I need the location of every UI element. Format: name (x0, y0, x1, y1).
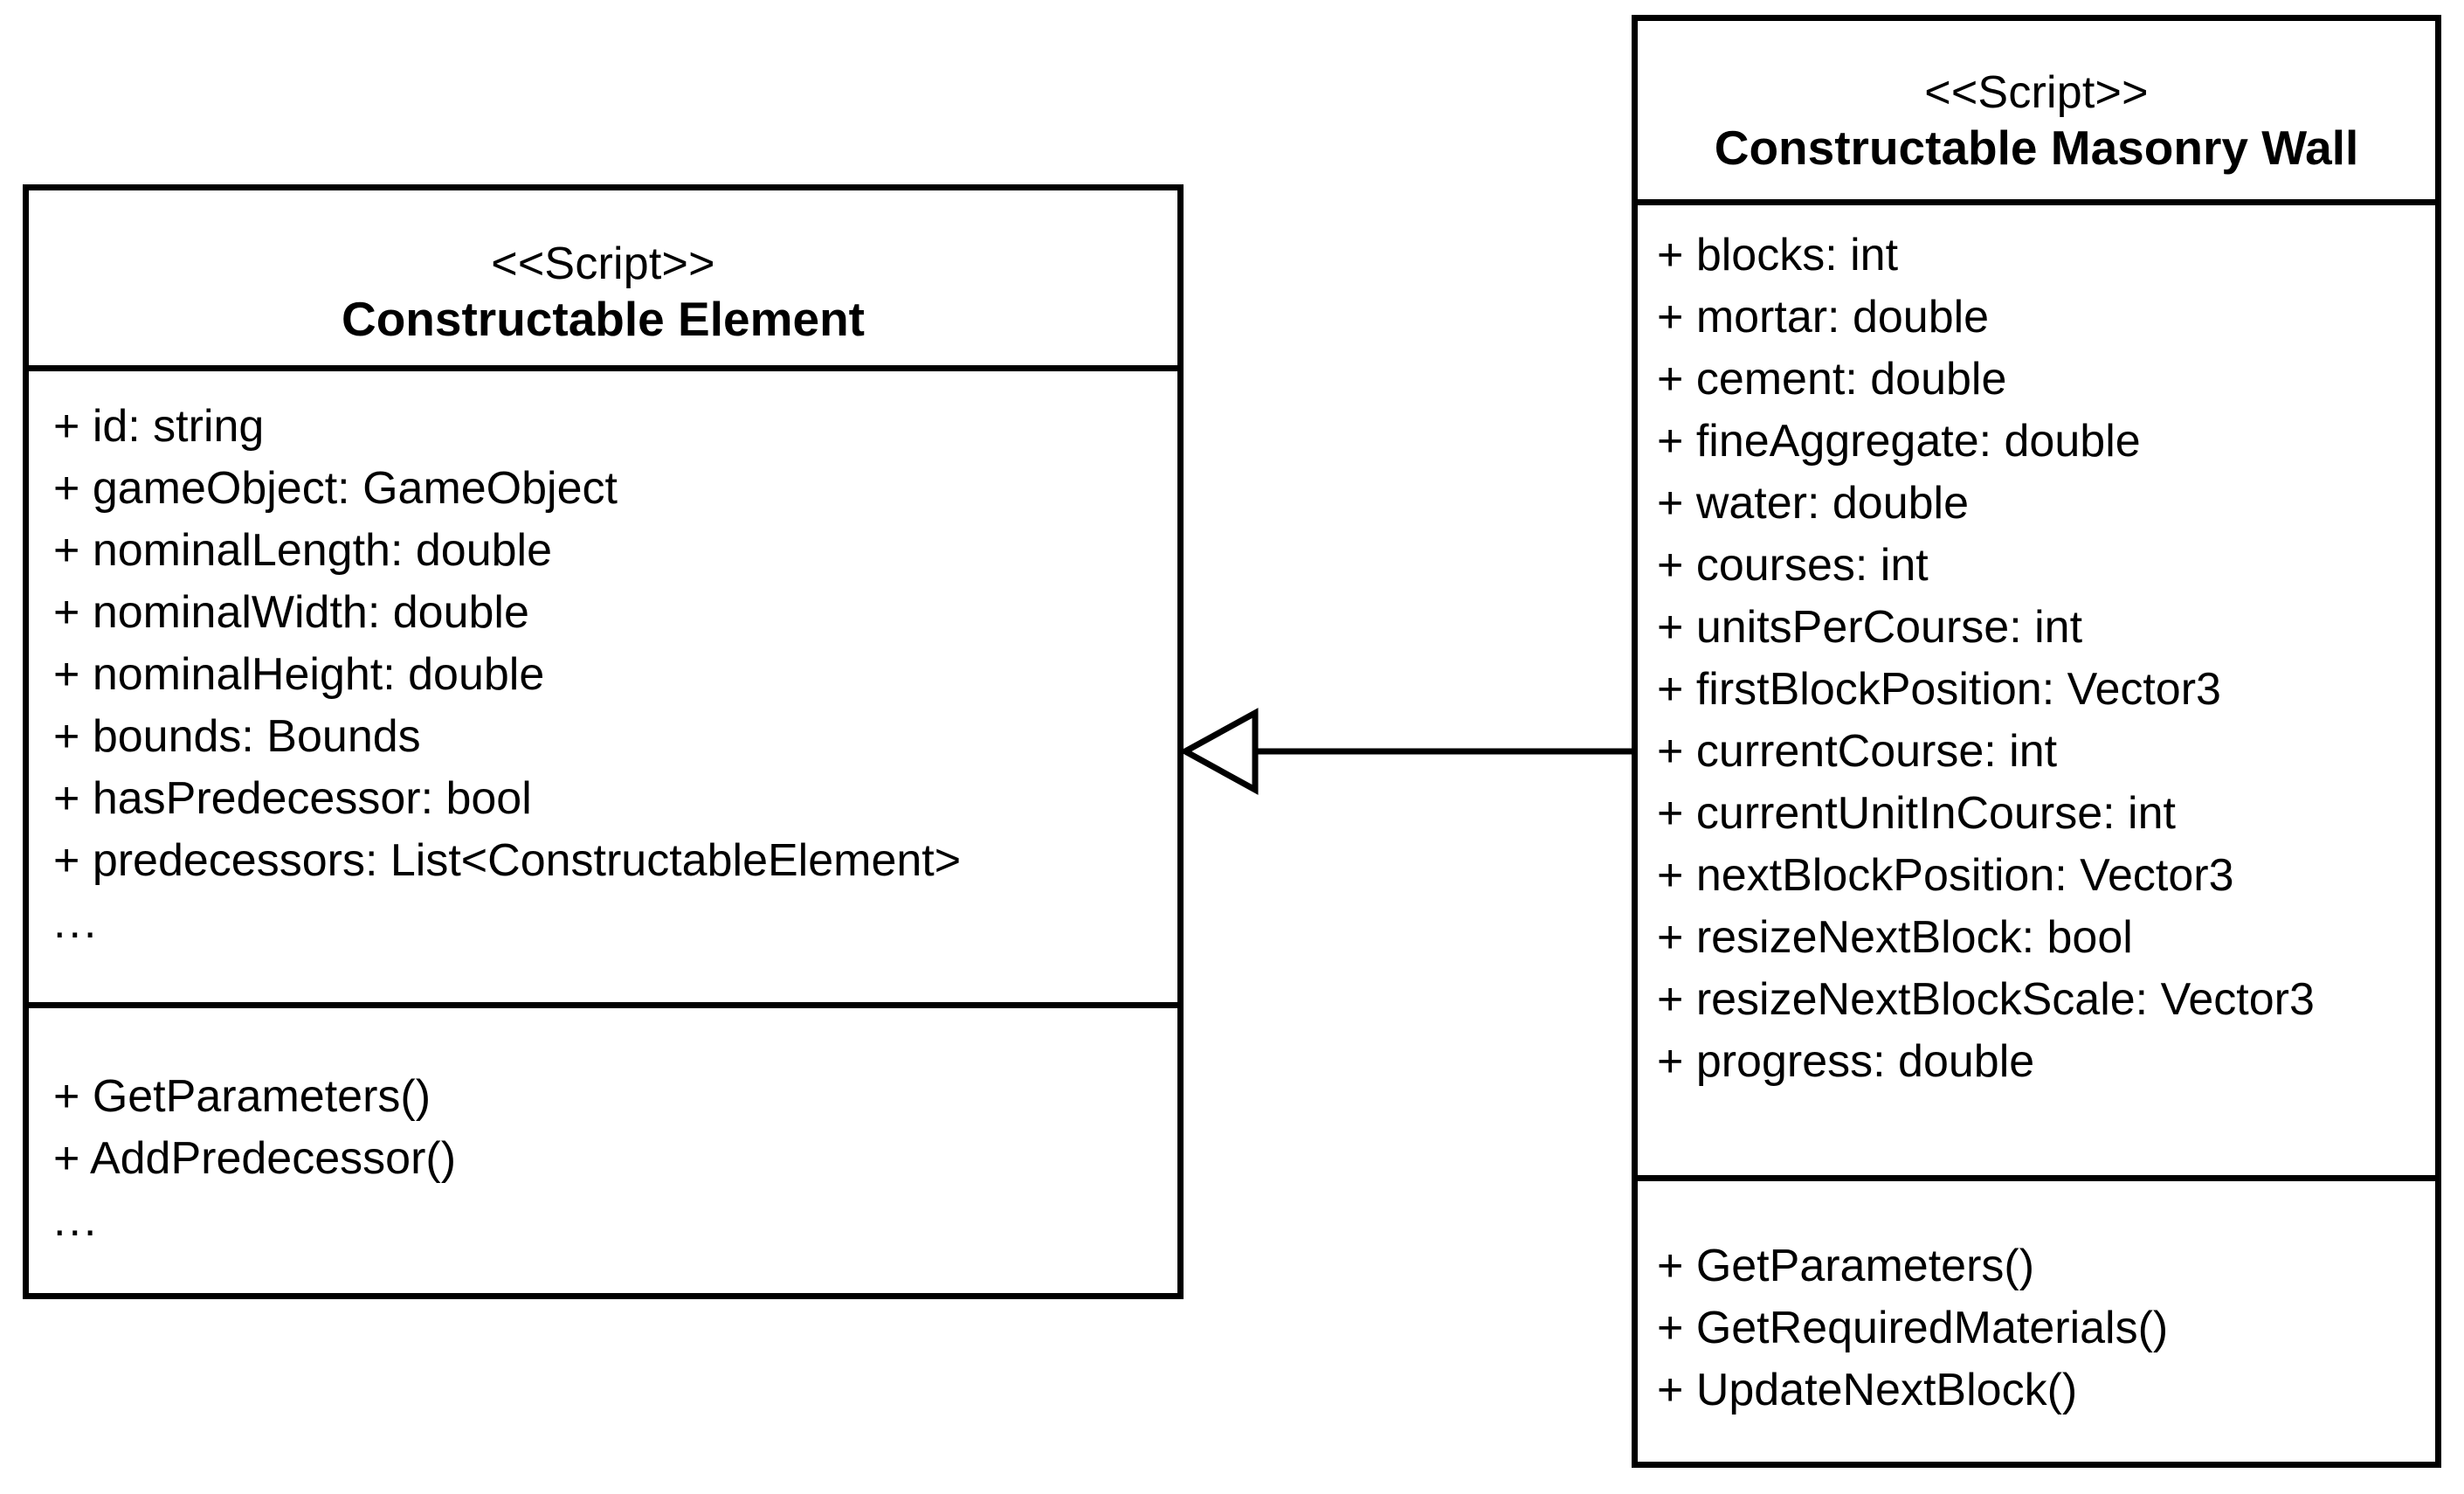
attribute-item: + mortar: double (1657, 292, 1990, 342)
attribute-item: + currentCourse: int (1657, 726, 2058, 777)
attribute-item: + nominalHeight: double (53, 649, 545, 700)
hollow-triangle-arrowhead-icon (1178, 708, 1259, 795)
operation-item: + GetParameters() (53, 1071, 431, 1122)
operation-item: + UpdateNextBlock() (1657, 1365, 2078, 1415)
operation-item: + GetRequiredMaterials() (1657, 1303, 2169, 1353)
attribute-item: + hasPredecessor: bool (53, 773, 532, 824)
class-attributes-compartment-constructable-element: + id: string + gameObject: GameObject + … (29, 371, 1177, 1008)
class-stereotype: <<Script>> (1924, 66, 2149, 118)
class-box-constructable-element[interactable]: <<Script>> Constructable Element + id: s… (23, 184, 1184, 1299)
attribute-item: + nominalWidth: double (53, 587, 529, 638)
attribute-item: + nominalLength: double (53, 525, 553, 576)
class-stereotype: <<Script>> (491, 238, 715, 289)
attribute-item: + blocks: int (1657, 230, 1899, 280)
operation-list: + GetParameters() + GetRequiredMaterials… (1657, 1235, 2435, 1421)
attribute-item: + fineAggregate: double (1657, 416, 2141, 467)
attribute-item: + cement: double (1657, 354, 2007, 405)
attribute-list: + blocks: int + mortar: double + cement:… (1657, 225, 2435, 1093)
attribute-item: + id: string (53, 401, 265, 452)
class-header-constructable-masonry-wall: <<Script>> Constructable Masonry Wall (1638, 21, 2435, 205)
attribute-item: + predecessors: List<ConstructableElemen… (53, 835, 962, 886)
class-name: Constructable Element (341, 292, 865, 347)
attribute-item-ellipsis: ... (53, 897, 100, 948)
class-box-constructable-masonry-wall[interactable]: <<Script>> Constructable Masonry Wall + … (1632, 15, 2441, 1468)
operation-list: + GetParameters() + AddPredecessor() ... (53, 1066, 1177, 1252)
attribute-item: + currentUnitInCourse: int (1657, 788, 2176, 839)
generalization-connector (1178, 690, 1632, 817)
attribute-item: + gameObject: GameObject (53, 463, 618, 514)
operation-item: + AddPredecessor() (53, 1133, 457, 1184)
attribute-item: + nextBlockPosition: Vector3 (1657, 850, 2234, 901)
attribute-item: + courses: int (1657, 540, 1929, 591)
class-attributes-compartment-constructable-masonry-wall: + blocks: int + mortar: double + cement:… (1638, 205, 2435, 1181)
attribute-list: + id: string + gameObject: GameObject + … (53, 396, 1177, 954)
attribute-item: + water: double (1657, 478, 1970, 529)
class-name: Constructable Masonry Wall (1714, 121, 2359, 176)
class-header-constructable-element: <<Script>> Constructable Element (29, 190, 1177, 371)
operation-item-ellipsis: ... (53, 1195, 100, 1246)
attribute-item: + unitsPerCourse: int (1657, 602, 2083, 653)
class-operations-compartment-constructable-element: + GetParameters() + AddPredecessor() ... (29, 1008, 1177, 1293)
attribute-item: + bounds: Bounds (53, 711, 421, 762)
attribute-item: + firstBlockPosition: Vector3 (1657, 664, 2221, 715)
attribute-item: + resizeNextBlockScale: Vector3 (1657, 974, 2315, 1025)
operation-item: + GetParameters() (1657, 1241, 2035, 1291)
class-operations-compartment-constructable-masonry-wall: + GetParameters() + GetRequiredMaterials… (1638, 1181, 2435, 1462)
attribute-item: + progress: double (1657, 1036, 2035, 1087)
attribute-item: + resizeNextBlock: bool (1657, 912, 2133, 963)
generalization-svg (1178, 708, 1632, 795)
